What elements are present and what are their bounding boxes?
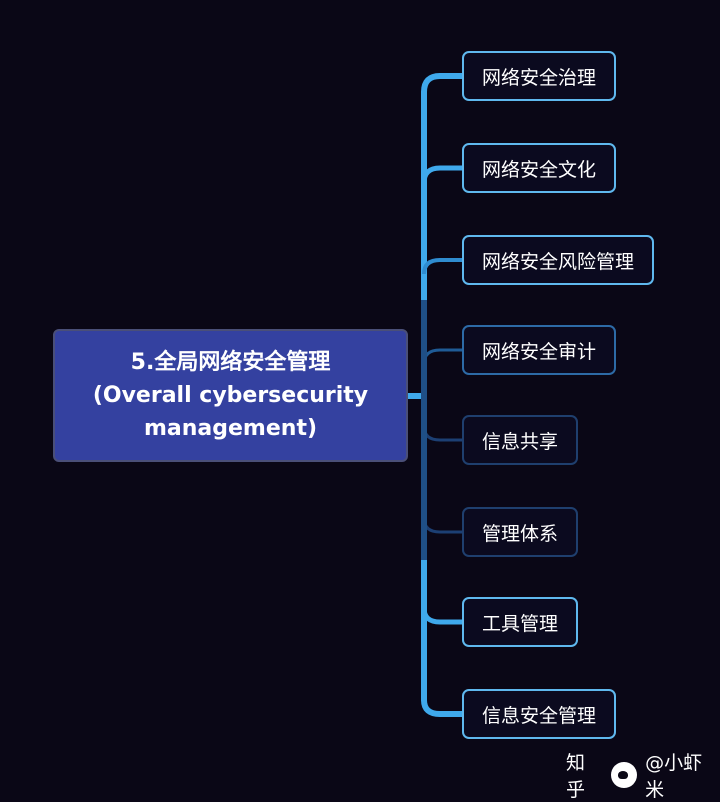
watermark-site: 知乎 — [566, 752, 586, 801]
connector-branch-6 — [422, 517, 462, 534]
connector-branch-2 — [421, 165, 462, 184]
root-node: 5.全局网络安全管理 (Overall cybersecurity manage… — [53, 329, 408, 462]
child-node-label: 工具管理 — [482, 612, 559, 635]
child-node-information-security-management: 信息安全管理 — [462, 689, 617, 739]
child-node-label: 网络安全治理 — [482, 66, 597, 89]
connector-branch-1 — [421, 73, 462, 93]
connector-branch-7 — [421, 607, 462, 625]
child-node-tool-management: 工具管理 — [462, 597, 579, 647]
child-node-management-system: 管理体系 — [462, 507, 579, 557]
connector-branch-5 — [422, 425, 462, 442]
connector-branch-8 — [421, 699, 462, 717]
connector-branch-4 — [422, 348, 462, 365]
root-title: 5.全局网络安全管理 — [130, 350, 331, 375]
root-subtitle-line-1: (Overall cybersecurity — [92, 383, 369, 408]
child-node-information-sharing: 信息共享 — [462, 415, 579, 465]
watermark: 知乎 @小虾米 — [566, 748, 720, 802]
child-node-cybersecurity-governance: 网络安全治理 — [462, 51, 617, 101]
child-node-label: 网络安全审计 — [482, 340, 597, 363]
watermark-author: @小虾米 — [645, 752, 703, 801]
child-node-label: 管理体系 — [482, 522, 559, 545]
child-node-cybersecurity-culture: 网络安全文化 — [462, 143, 617, 193]
child-node-label: 网络安全文化 — [482, 158, 597, 181]
child-node-label: 网络安全风险管理 — [482, 250, 635, 273]
root-subtitle-line-2: management) — [143, 416, 318, 441]
child-node-cybersecurity-risk-management: 网络安全风险管理 — [462, 235, 655, 285]
connector-branch-3 — [422, 258, 462, 275]
watermark-avatar-icon — [611, 762, 638, 788]
child-node-label: 信息安全管理 — [482, 704, 597, 727]
child-node-cybersecurity-audit: 网络安全审计 — [462, 325, 617, 375]
child-node-label: 信息共享 — [482, 430, 559, 453]
